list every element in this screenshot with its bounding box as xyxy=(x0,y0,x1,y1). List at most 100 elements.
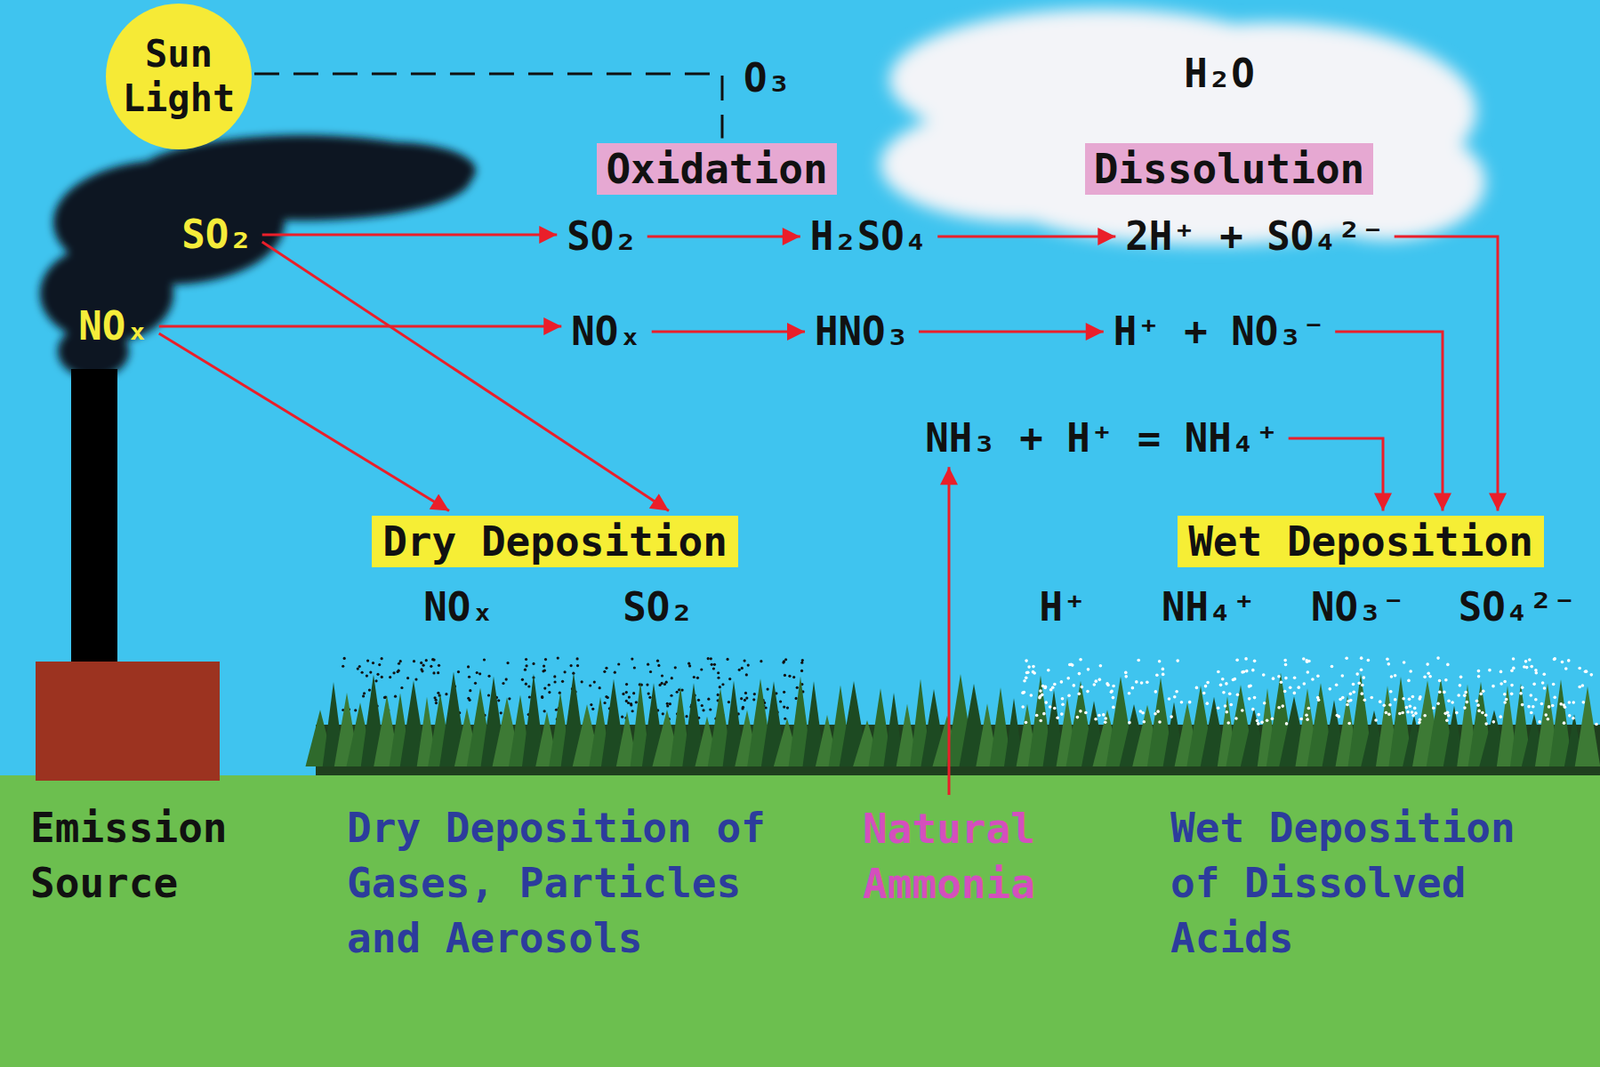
droplet xyxy=(1341,696,1345,700)
droplet xyxy=(1551,683,1556,687)
sun-disc xyxy=(105,3,252,150)
droplet xyxy=(1279,680,1284,684)
droplet xyxy=(1229,703,1233,708)
droplet xyxy=(1463,691,1468,695)
particle xyxy=(421,664,425,668)
droplet xyxy=(1022,679,1027,684)
particle xyxy=(712,667,716,670)
droplet xyxy=(1560,660,1565,665)
droplet xyxy=(1327,687,1332,692)
droplet xyxy=(1542,673,1546,677)
droplet xyxy=(1362,675,1367,680)
particle xyxy=(800,661,804,665)
particle xyxy=(745,696,748,700)
particle xyxy=(684,715,688,718)
particle xyxy=(766,687,770,691)
droplet xyxy=(1559,702,1563,707)
particle xyxy=(603,670,606,674)
droplet xyxy=(1567,714,1572,718)
droplet xyxy=(1382,703,1386,708)
droplet xyxy=(1503,692,1507,697)
droplet xyxy=(1316,696,1320,700)
droplet xyxy=(1347,722,1351,726)
particle xyxy=(795,697,798,700)
droplet xyxy=(1431,706,1436,710)
droplet xyxy=(1253,659,1257,664)
reaction-arrow xyxy=(647,235,801,239)
particle xyxy=(745,673,748,676)
droplet xyxy=(1106,683,1110,688)
particle xyxy=(646,663,650,667)
droplet xyxy=(1577,667,1582,671)
particle xyxy=(400,686,403,690)
droplet xyxy=(1251,668,1255,673)
particle xyxy=(629,703,633,707)
droplet xyxy=(1388,703,1392,708)
droplet xyxy=(1534,698,1538,702)
droplet xyxy=(1534,668,1538,673)
droplet xyxy=(1316,674,1320,678)
particle xyxy=(786,706,789,709)
droplet xyxy=(1477,669,1481,674)
particle xyxy=(575,657,579,660)
particle xyxy=(779,699,782,703)
droplet xyxy=(1458,683,1463,688)
droplet xyxy=(1408,704,1413,708)
droplet xyxy=(1577,685,1582,690)
droplet xyxy=(1288,686,1293,691)
droplet xyxy=(1180,700,1184,705)
ground-caption: Wet Deposition of Dissolved Acids xyxy=(1170,800,1528,966)
droplet xyxy=(1097,714,1102,718)
particle xyxy=(680,688,684,692)
droplet xyxy=(1450,700,1455,705)
droplet xyxy=(1077,691,1082,696)
particle xyxy=(561,680,564,684)
droplet xyxy=(1219,683,1223,688)
droplet xyxy=(1359,656,1364,660)
droplet xyxy=(1334,714,1339,718)
particle xyxy=(593,680,596,684)
droplet xyxy=(1405,706,1409,710)
droplet xyxy=(1527,705,1531,709)
droplet xyxy=(1537,720,1542,724)
particle xyxy=(376,673,379,676)
droplet xyxy=(1524,659,1528,664)
particle xyxy=(625,683,628,686)
particle xyxy=(487,693,491,697)
droplet xyxy=(1584,669,1589,674)
particle xyxy=(466,665,470,668)
droplet xyxy=(1093,679,1098,684)
particle xyxy=(523,668,527,672)
particle xyxy=(666,704,669,708)
droplet xyxy=(1446,663,1450,668)
source-label: Natural Ammonia xyxy=(850,799,1048,914)
droplet xyxy=(1564,667,1568,671)
particle xyxy=(753,692,756,696)
particle xyxy=(631,709,635,713)
particle xyxy=(648,696,652,700)
droplet xyxy=(1061,697,1065,701)
particle xyxy=(444,692,448,696)
particle xyxy=(759,659,763,663)
particle xyxy=(380,657,384,660)
particle xyxy=(558,691,562,695)
particle xyxy=(792,675,796,679)
droplet xyxy=(1134,680,1139,684)
particle xyxy=(696,676,700,680)
droplet xyxy=(1525,666,1529,670)
ground-caption: Emission Source xyxy=(30,800,252,911)
particle xyxy=(436,671,440,675)
node-text: SO₂ xyxy=(566,214,637,260)
particle xyxy=(688,664,692,668)
particle xyxy=(660,674,664,677)
droplet xyxy=(1447,699,1451,703)
droplet xyxy=(1154,690,1158,694)
droplet xyxy=(1153,712,1158,716)
droplet xyxy=(1589,673,1593,677)
droplet xyxy=(1235,658,1239,662)
droplet xyxy=(1245,669,1249,674)
droplet xyxy=(1455,711,1459,716)
particle xyxy=(388,675,392,679)
particle xyxy=(457,670,460,674)
particle xyxy=(721,683,724,686)
